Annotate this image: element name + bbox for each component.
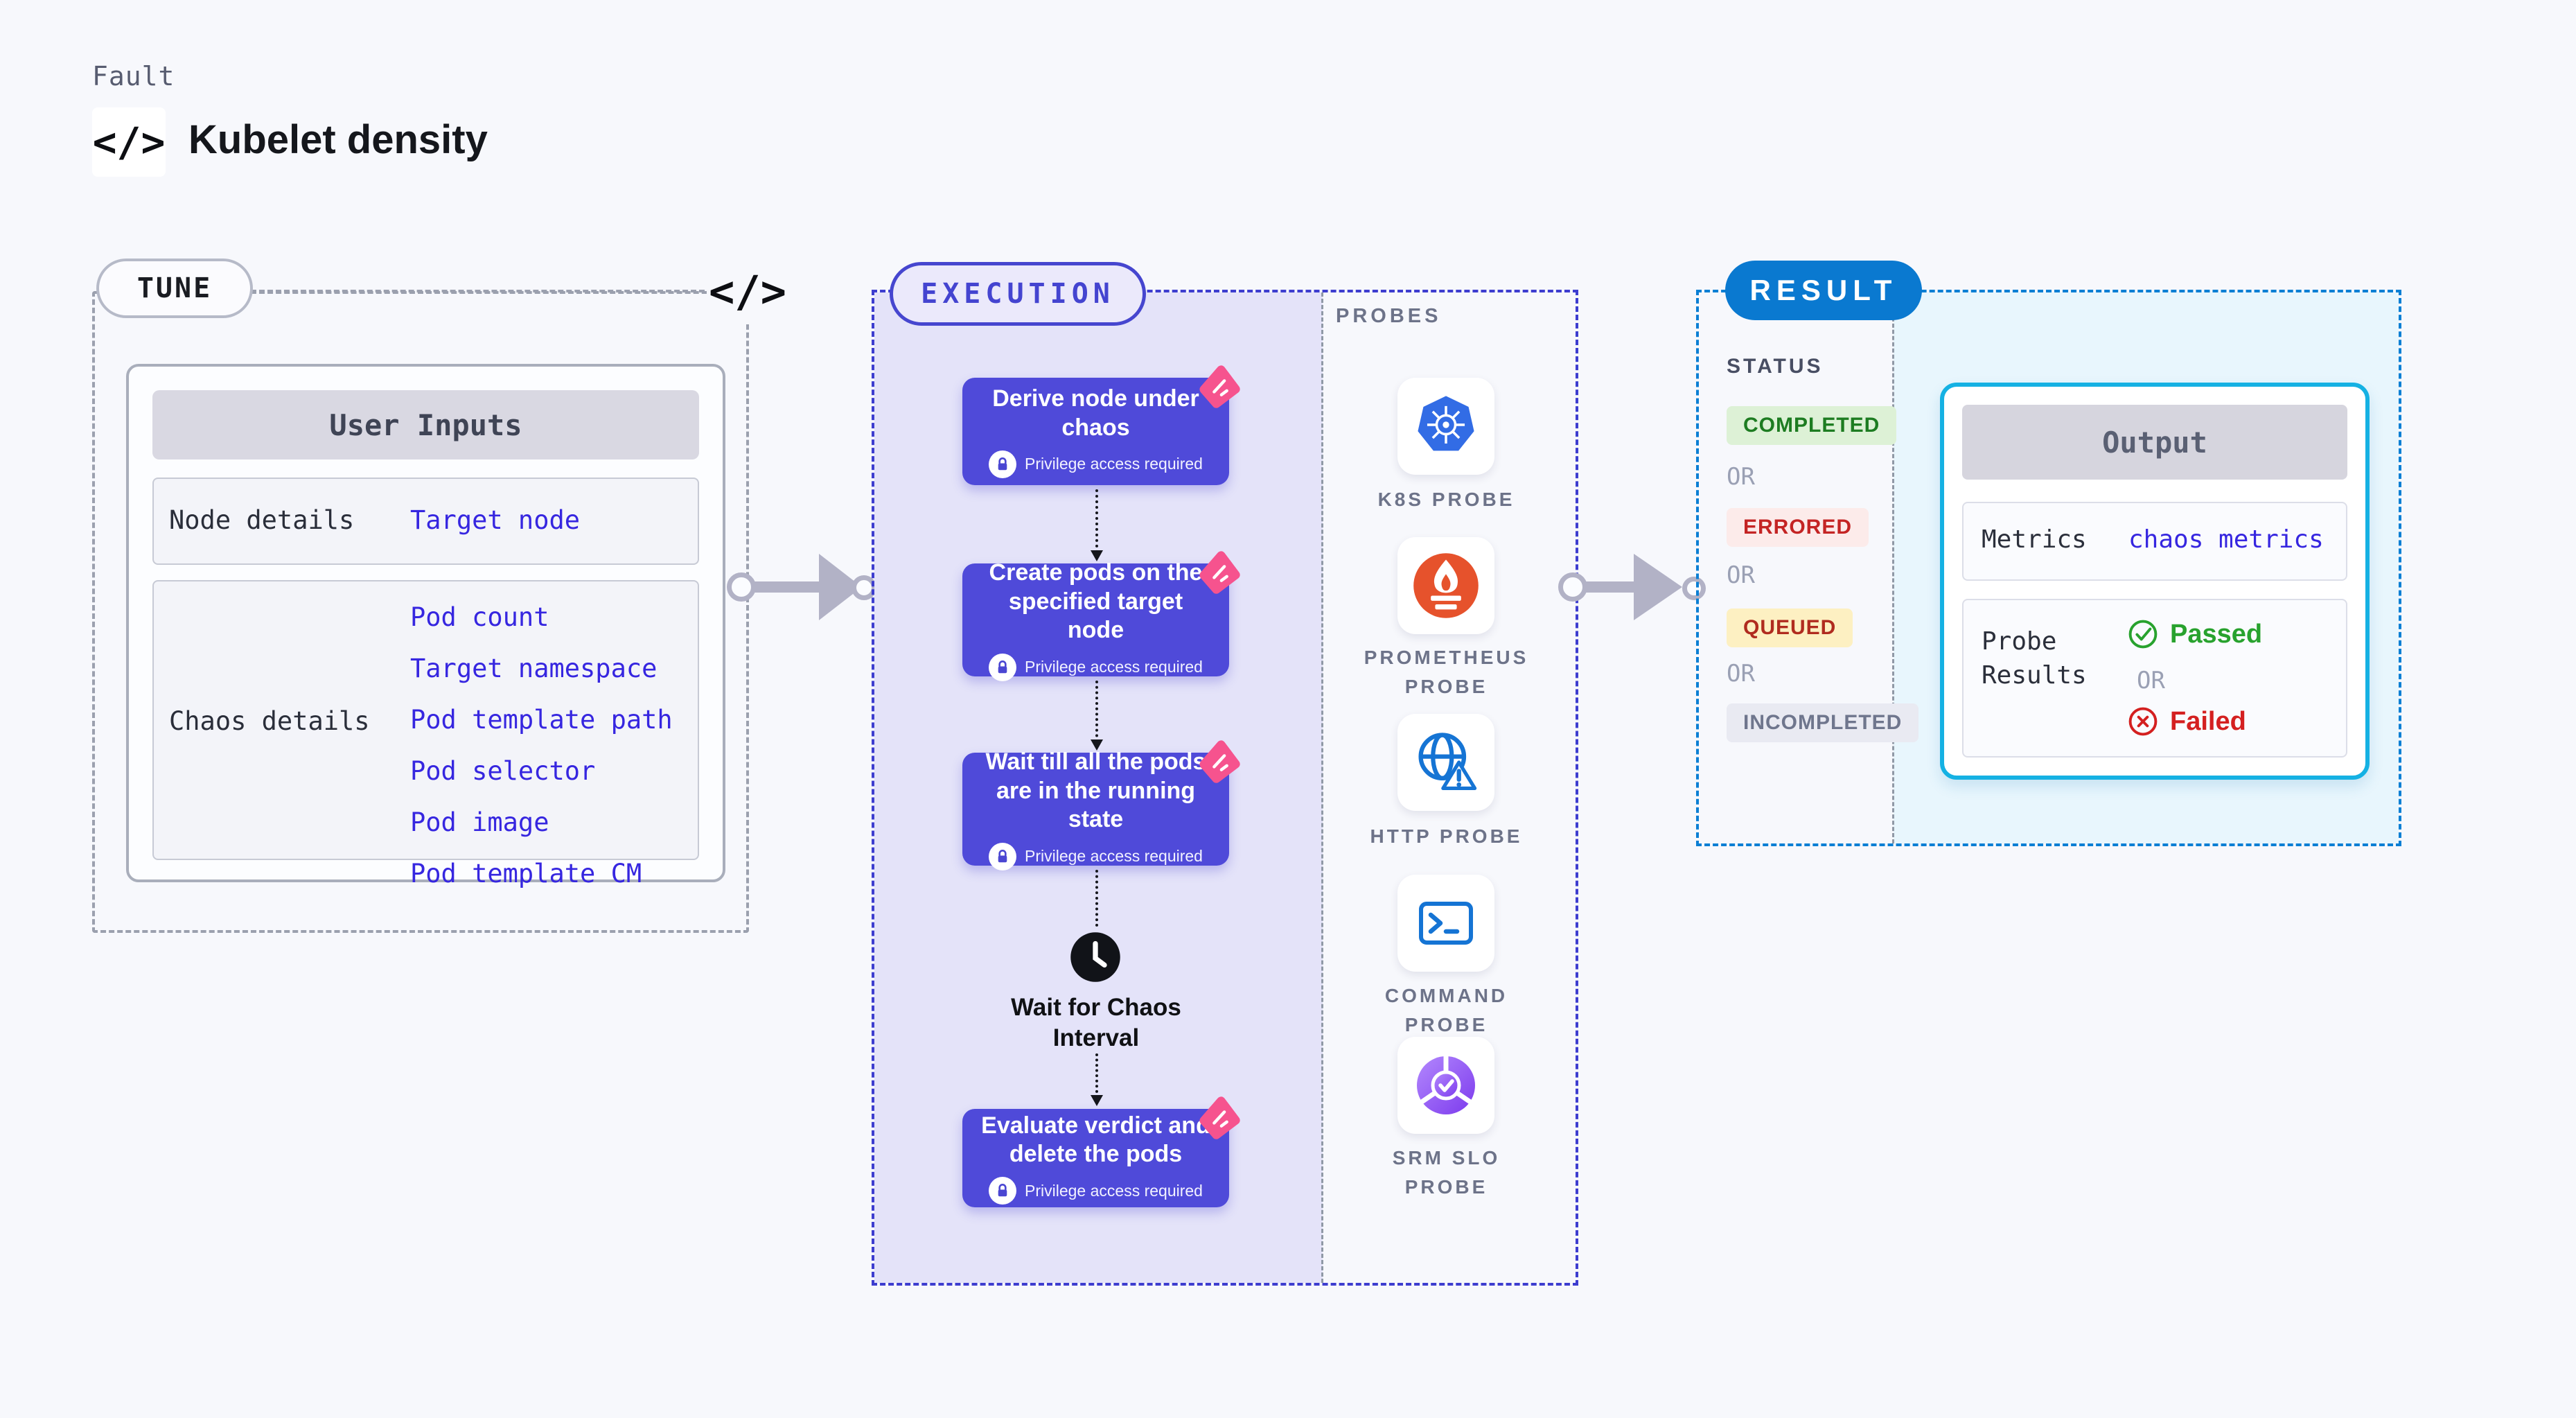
step-connector — [1091, 681, 1103, 751]
execution-pill: EXECUTION — [890, 262, 1146, 326]
step-connector — [1095, 870, 1098, 927]
privilege-note: Privilege access required — [1025, 455, 1203, 473]
http-probe-label: HTTP PROBE — [1370, 825, 1523, 847]
arrow-head — [1634, 554, 1682, 620]
globe-warning-icon — [1418, 733, 1477, 791]
pod-image-link[interactable]: Pod image — [410, 807, 549, 837]
step-evaluate-verdict: Evaluate verdict and delete the pods Pri… — [962, 1096, 1240, 1207]
failed-label: Failed — [2170, 706, 2246, 736]
code-icon: </> — [92, 107, 166, 177]
step-title: Derive node under chaos — [992, 385, 1199, 441]
chaos-details-row: Chaos details Pod count Target namespace… — [152, 580, 699, 889]
tune-pill: TUNE — [96, 259, 253, 318]
k8s-probe-card — [1397, 378, 1494, 475]
srm-slo-probe-card — [1397, 1037, 1494, 1134]
terminal-icon — [1419, 902, 1473, 945]
or-label: OR — [1727, 463, 1755, 491]
code-icon-tune: </> — [707, 258, 788, 324]
prometheus-icon — [1413, 553, 1479, 618]
prometheus-probe-label: PROMETHEUS PROBE — [1364, 647, 1529, 697]
result-pill: RESULT — [1725, 261, 1922, 320]
x-circle-icon — [2128, 707, 2158, 736]
status-badge-errored: ERRORED — [1727, 508, 1869, 547]
chaos-flag-icon — [1199, 365, 1240, 408]
passed-label: Passed — [2170, 619, 2263, 649]
probes-column-label: PROBES — [1336, 305, 1442, 327]
kubernetes-icon — [1418, 396, 1474, 451]
or-label: OR — [1727, 660, 1755, 688]
pod-selector-link[interactable]: Pod selector — [410, 756, 596, 786]
user-inputs-header: User Inputs — [152, 390, 699, 459]
pod-template-path-link[interactable]: Pod template path — [410, 705, 673, 735]
target-namespace-link[interactable]: Target namespace — [410, 654, 658, 683]
status-divider — [1892, 292, 1894, 843]
lock-icon — [989, 1177, 1017, 1205]
or-label: OR — [2137, 667, 2165, 694]
privilege-note: Privilege access required — [1025, 658, 1203, 676]
command-probe-card — [1397, 875, 1494, 972]
pod-count-link[interactable]: Pod count — [410, 602, 549, 632]
step-create-pods: Create pods on the specified target node… — [962, 551, 1240, 681]
step-derive-node: Derive node under chaos Privilege access… — [962, 365, 1240, 485]
privilege-note: Privilege access required — [1025, 1181, 1203, 1200]
prometheus-probe-card — [1397, 537, 1494, 634]
user-inputs-card: User Inputs Node details Target node Cha… — [126, 364, 725, 889]
node-details-label: Node details — [169, 505, 355, 535]
step-wait-pods-running: Wait till all the pods are in the runnin… — [962, 740, 1240, 870]
tune-section — [92, 291, 749, 933]
slo-pie-check-icon — [1417, 1055, 1475, 1114]
arrow-line — [752, 581, 829, 593]
arrow-line — [1582, 581, 1641, 593]
check-circle-icon — [2128, 620, 2158, 649]
step-title: Create pods on the specified target node — [989, 559, 1203, 644]
node-details-row: Node details Target node — [152, 478, 699, 565]
wait-for-chaos-interval-label: Wait for Chaos Interval — [1011, 994, 1181, 1051]
output-header: Output — [1962, 405, 2347, 480]
step-connector — [1091, 1053, 1103, 1106]
step-title: Evaluate verdict and delete the pods — [981, 1112, 1210, 1167]
metrics-label: Metrics — [1982, 525, 2087, 554]
command-probe-label: COMMAND PROBE — [1384, 985, 1508, 1035]
step-title: Wait till all the pods are in the runnin… — [985, 749, 1206, 833]
probe-results-label: Probe Results — [1982, 627, 2087, 690]
probes-divider — [1321, 292, 1323, 1283]
chaos-details-label: Chaos details — [169, 706, 370, 736]
status-column-label: STATUS — [1727, 355, 1824, 378]
arrow-end-circle — [1682, 577, 1706, 600]
chaos-flag-icon — [1199, 1096, 1240, 1139]
privilege-note: Privilege access required — [1025, 847, 1203, 866]
code-icon-glyph: </> — [709, 265, 786, 317]
status-badge-completed: COMPLETED — [1727, 406, 1897, 445]
chaos-metrics-link[interactable]: chaos metrics — [2128, 525, 2324, 554]
fault-kicker: Fault — [92, 61, 175, 91]
status-badge-incompleted: INCOMPLETED — [1727, 703, 1919, 742]
chaos-flag-icon — [1199, 551, 1240, 594]
or-label: OR — [1727, 561, 1755, 589]
tune-to-code-connector — [251, 290, 705, 292]
k8s-probe-label: K8S PROBE — [1377, 489, 1515, 510]
pod-template-cm-link[interactable]: Pod template CM — [410, 859, 642, 889]
status-badge-queued: QUEUED — [1727, 609, 1853, 647]
lock-icon — [989, 653, 1017, 681]
http-probe-card — [1397, 714, 1494, 811]
output-card: Output Metrics chaos metrics Probe Resul… — [1940, 383, 2370, 780]
srm-slo-probe-label: SRM SLO PROBE — [1392, 1147, 1501, 1198]
code-icon-glyph: </> — [92, 119, 166, 166]
step-connector — [1091, 489, 1103, 561]
metrics-row: Metrics chaos metrics — [1962, 502, 2347, 581]
lock-icon — [989, 842, 1017, 870]
probe-results-row: Probe Results Passed OR Failed — [1962, 599, 2347, 758]
chaos-flag-icon — [1199, 740, 1240, 783]
clock-icon — [1068, 930, 1122, 984]
target-node-link[interactable]: Target node — [410, 505, 581, 535]
lock-icon — [989, 450, 1017, 478]
page-title: Kubelet density — [188, 117, 488, 162]
